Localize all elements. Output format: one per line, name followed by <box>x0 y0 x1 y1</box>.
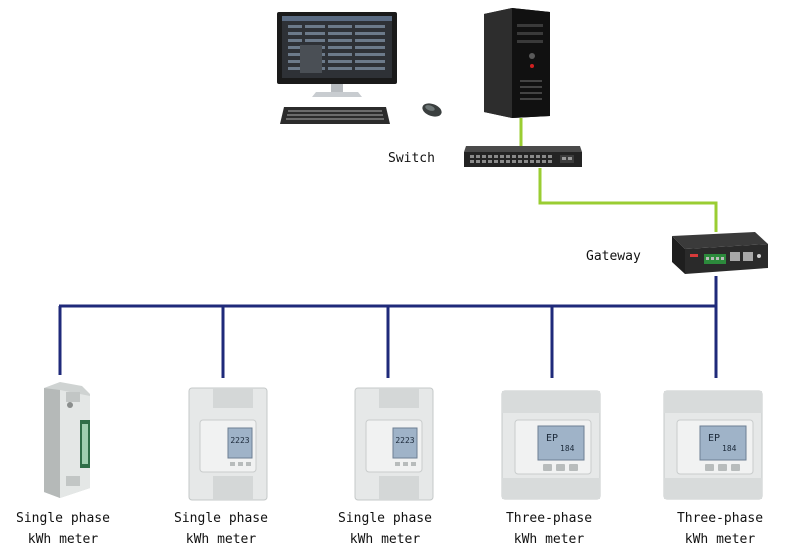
ethernet-links <box>519 118 718 232</box>
meter-label-3-line1: Single phase <box>338 511 432 526</box>
meter-label-3: Single phase kWh meter <box>332 508 438 550</box>
switch-label: Switch <box>388 148 435 169</box>
meter-label-1-line2: kWh meter <box>27 532 99 547</box>
meter-3-lcd-value: 184 <box>560 444 575 453</box>
gateway-label: Gateway <box>586 246 641 267</box>
switch-to-gateway-link <box>538 168 718 232</box>
meter-2-lcd-text: 2223 <box>395 436 414 445</box>
three-phase-meter-icon: EP 184 <box>663 390 763 500</box>
single-phase-meter-icon: 2223 <box>354 387 434 501</box>
rs485-bus <box>58 276 718 378</box>
meter-1-lcd-text: 2223 <box>230 436 249 445</box>
meter-label-5-line2: kWh meter <box>684 532 756 547</box>
meter-label-2-line2: kWh meter <box>185 532 257 547</box>
gateway-icon <box>672 232 768 274</box>
meter-label-3-line2: kWh meter <box>349 532 421 547</box>
server-tower-icon <box>484 8 550 118</box>
meter-label-4: Three-phase kWh meter <box>496 508 602 550</box>
meter-3-lcd-top: EP <box>546 433 558 444</box>
meter-4-lcd-top: EP <box>708 433 720 444</box>
meter-4-lcd-value: 184 <box>722 444 737 453</box>
meter-label-4-line2: kWh meter <box>513 532 585 547</box>
meter-label-1: Single phase kWh meter <box>10 508 116 550</box>
monitor-keyboard-mouse-icon <box>277 12 442 124</box>
gateway-label-text: Gateway <box>586 249 641 264</box>
network-switch-icon <box>464 146 582 167</box>
switch-label-text: Switch <box>388 151 435 166</box>
single-phase-din-meter-icon <box>44 382 90 498</box>
meter-label-5: Three-phase kWh meter <box>667 508 773 550</box>
meter-label-2: Single phase kWh meter <box>168 508 274 550</box>
meter-label-1-line1: Single phase <box>16 511 110 526</box>
three-phase-meter-icon: EP 184 <box>501 390 601 500</box>
meter-label-2-line1: Single phase <box>174 511 268 526</box>
meter-label-5-line1: Three-phase <box>676 511 764 526</box>
single-phase-meter-icon: 2223 <box>188 387 268 501</box>
meter-label-4-line1: Three-phase <box>505 511 593 526</box>
